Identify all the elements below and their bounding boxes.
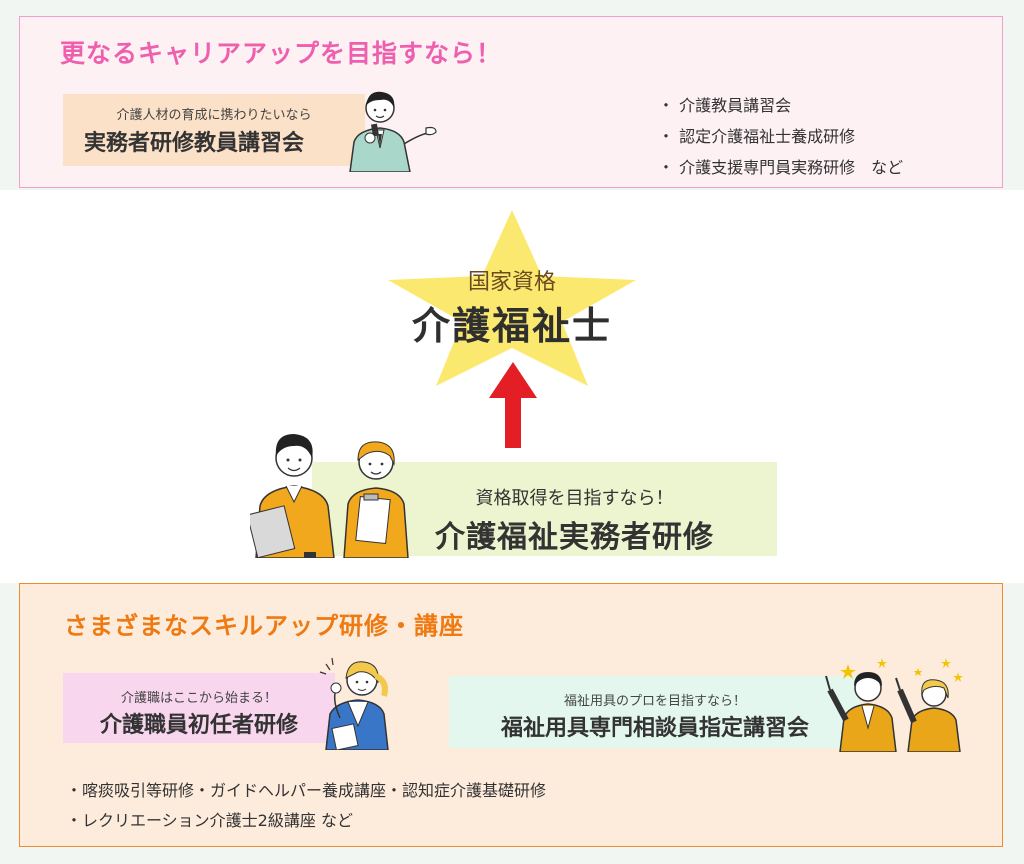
presenter-illustration [349, 91, 437, 172]
career-up-heading: 更なるキャリアアップを目指すなら！ [60, 39, 503, 68]
instructor-training-title: 実務者研修教員講習会 [83, 131, 304, 156]
up-arrow [489, 362, 537, 448]
practitioner-training-subtitle: 資格取得を目指すなら！ [475, 488, 674, 509]
cheering-woman-illustration [319, 657, 389, 750]
caregiver-man-illustration [250, 434, 335, 558]
care-worker-title: 介護福祉士 [411, 304, 612, 348]
welfare-equipment-chip[interactable]: 福祉用具のプロを目指すなら！ 福祉用具専門相談員指定講習会 [449, 676, 861, 748]
practitioner-training-title: 介護福祉実務者研修 [435, 520, 714, 555]
caregiver-woman-illustration [343, 441, 409, 558]
instructor-training-chip[interactable]: 介護人材の育成に携わりたいなら 実務者研修教員講習会 [63, 94, 365, 166]
initial-training-title: 介護職員初任者研修 [99, 713, 298, 738]
national-qualification-label: 国家資格 [467, 270, 556, 295]
pointing-businesspeople-illustration [825, 658, 963, 752]
welfare-equipment-subtitle: 福祉用具のプロを目指すなら！ [563, 694, 746, 709]
skill-bullet-2: ・レクリエーション介護士2級講座 など [66, 811, 353, 830]
top-bullet-3: ・ 介護支援専門員実務研修 など [658, 158, 904, 177]
top-bullet-1: ・ 介護教員講習会 [658, 96, 792, 115]
initial-training-chip[interactable]: 介護職はここから始まる！ 介護職員初任者研修 [63, 673, 335, 743]
star-shape [388, 210, 636, 386]
top-bullet-2: ・ 認定介護福祉士養成研修 [658, 127, 856, 146]
skill-bullet-1: ・喀痰吸引等研修・ガイドヘルパー養成講座・認知症介護基礎研修 [66, 781, 547, 800]
instructor-training-subtitle: 介護人材の育成に携わりたいなら [116, 108, 312, 123]
initial-training-subtitle: 介護職はここから始まる！ [120, 691, 277, 706]
welfare-equipment-title: 福祉用具専門相談員指定講習会 [500, 716, 809, 741]
skill-up-heading: さまざまなスキルアップ研修・講座 [64, 612, 464, 640]
